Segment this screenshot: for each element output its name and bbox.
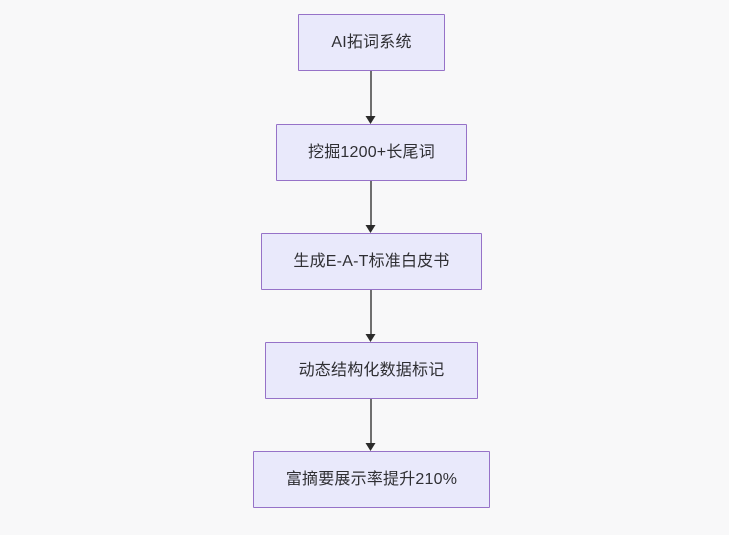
edge-line xyxy=(370,290,372,336)
edge-line xyxy=(370,71,372,118)
flow-node-n5[interactable]: 富摘要展示率提升210% xyxy=(253,451,490,508)
flow-node-n1[interactable]: AI拓词系统 xyxy=(298,14,445,71)
arrowhead-icon xyxy=(365,443,376,451)
flow-node-label: 富摘要展示率提升210% xyxy=(285,470,458,488)
flow-node-label: 生成E-A-T标准白皮书 xyxy=(293,252,450,270)
edge-line xyxy=(370,181,372,227)
flow-node-n3[interactable]: 生成E-A-T标准白皮书 xyxy=(261,233,482,290)
flow-node-label: 挖掘1200+长尾词 xyxy=(308,143,435,161)
arrowhead-icon xyxy=(365,225,376,233)
flow-node-n2[interactable]: 挖掘1200+长尾词 xyxy=(276,124,467,181)
arrowhead-icon xyxy=(365,334,376,342)
edge-line xyxy=(370,399,372,445)
arrowhead-icon xyxy=(365,116,376,124)
flow-node-label: AI拓词系统 xyxy=(331,33,412,51)
flow-node-n4[interactable]: 动态结构化数据标记 xyxy=(265,342,478,399)
flow-node-label: 动态结构化数据标记 xyxy=(298,361,445,379)
